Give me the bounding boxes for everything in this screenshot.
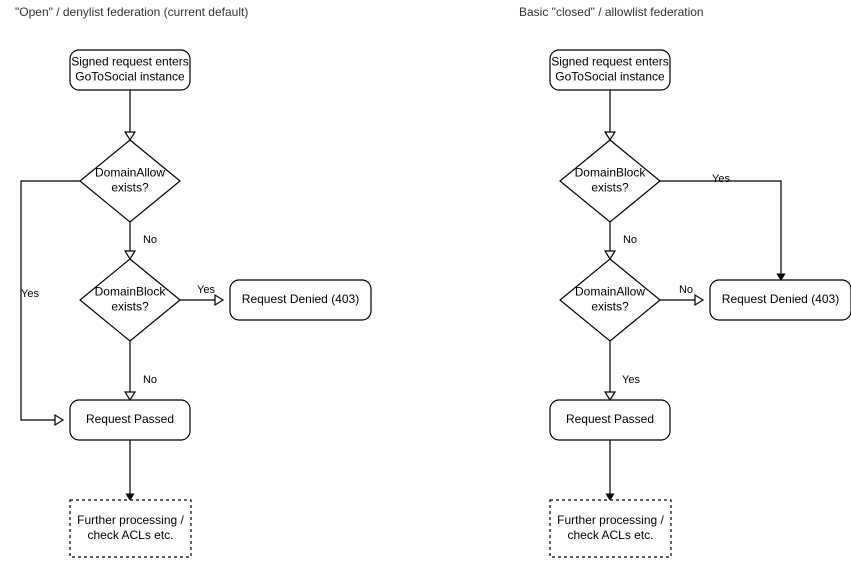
request-denied-node-right-label: Request Denied (403) xyxy=(722,292,839,306)
edge-domainblock-no-left-label: No xyxy=(143,374,157,386)
domainblock-decision-left-shape xyxy=(79,258,181,342)
edge-domainblock-yes-right-arrowhead xyxy=(776,273,786,281)
edge-domainallow-no-right-arrowhead xyxy=(694,293,705,307)
further-processing-node-right-label: Further processing / xyxy=(557,513,664,527)
edge-domainallow-yes-right-arrowhead xyxy=(603,391,617,402)
edge-domainblock-no-left: No xyxy=(123,341,157,402)
edge-entry-to-domainallow-left xyxy=(123,90,137,142)
column-title-open: "Open" / denylist federation (current de… xyxy=(15,5,248,19)
edge-domainblock-yes-left: Yes xyxy=(180,284,225,307)
further-processing-node-left[interactable]: Further processing /check ACLs etc. xyxy=(69,499,192,558)
edge-domainallow-yes-left-label: Yes xyxy=(21,288,39,300)
domainblock-decision-left-label: DomainBlock xyxy=(95,285,167,299)
further-processing-node-left-shape xyxy=(69,499,192,558)
signed-request-node-right-shape xyxy=(549,49,671,91)
edge-domainallow-yes-right: Yes xyxy=(603,341,640,402)
domainallow-decision-right-label: DomainAllow xyxy=(575,285,645,299)
request-passed-node-right[interactable]: Request Passed xyxy=(549,399,671,441)
domainallow-decision-left-label: exists? xyxy=(111,181,149,195)
edge-domainblock-no-right-arrowhead xyxy=(603,250,617,261)
edge-entry-to-domainallow-left-arrowhead xyxy=(123,131,137,142)
domainallow-decision-right-shape xyxy=(559,258,661,342)
edge-domainallow-yes-left: Yes xyxy=(20,180,80,427)
edge-domainallow-no-left-label: No xyxy=(143,234,157,246)
edge-domainblock-no-left-arrowhead xyxy=(123,391,137,402)
edge-domainallow-yes-right-label: Yes xyxy=(622,374,640,386)
domainblock-decision-right-label: exists? xyxy=(591,181,629,195)
further-processing-node-right-shape xyxy=(549,499,672,558)
edge-domainallow-no-right: No xyxy=(660,284,705,307)
signed-request-node-left-shape xyxy=(69,49,191,91)
request-passed-node-right-shape xyxy=(549,399,671,441)
domainblock-decision-right-label: DomainBlock xyxy=(575,166,647,180)
edge-domainblock-yes-left-label: Yes xyxy=(197,284,215,296)
edge-domainblock-yes-left-arrowhead xyxy=(214,293,225,307)
edge-passed-to-further-right-arrowhead xyxy=(605,493,615,501)
request-passed-node-left[interactable]: Request Passed xyxy=(69,399,191,441)
further-processing-node-left-label: Further processing / xyxy=(77,513,184,527)
domainallow-decision-left-label: DomainAllow xyxy=(95,166,165,180)
further-processing-node-left-label: check ACLs etc. xyxy=(87,528,173,542)
edge-domainallow-no-left: No xyxy=(123,222,157,261)
request-denied-node-right-shape xyxy=(709,279,851,321)
domainallow-decision-right-label: exists? xyxy=(591,300,629,314)
edge-domainallow-no-left-arrowhead xyxy=(123,250,137,261)
request-denied-node-right[interactable]: Request Denied (403) xyxy=(709,279,851,321)
column-titles-layer: "Open" / denylist federation (current de… xyxy=(15,5,704,19)
edge-domainallow-no-right-label: No xyxy=(679,284,693,296)
edge-domainallow-yes-left-arrowhead xyxy=(54,413,65,427)
edge-domainblock-no-right-label: No xyxy=(623,234,637,246)
domainallow-decision-left-shape xyxy=(79,139,181,223)
edge-domainallow-yes-left-line xyxy=(20,180,80,421)
request-denied-node-left-label: Request Denied (403) xyxy=(242,292,359,306)
request-passed-node-left-label: Request Passed xyxy=(86,412,174,426)
signed-request-node-left-label: Signed request enters xyxy=(71,55,188,69)
edge-entry-to-domainblock-right-arrowhead xyxy=(603,131,617,142)
domainblock-decision-right-shape xyxy=(559,139,661,223)
request-denied-node-left-shape xyxy=(229,279,372,321)
further-processing-node-right[interactable]: Further processing /check ACLs etc. xyxy=(549,499,672,558)
edge-passed-to-further-left xyxy=(125,440,135,501)
signed-request-node-right-label: Signed request enters xyxy=(551,55,668,69)
edge-entry-to-domainblock-right xyxy=(603,90,617,142)
request-passed-node-right-label: Request Passed xyxy=(566,412,654,426)
further-processing-node-right-label: check ACLs etc. xyxy=(567,528,653,542)
edge-passed-to-further-left-arrowhead xyxy=(125,493,135,501)
edge-domainblock-yes-right-line xyxy=(660,180,782,274)
request-passed-node-left-shape xyxy=(69,399,191,441)
signed-request-node-right-label: GoToSocial instance xyxy=(555,70,665,84)
edge-domainblock-no-right: No xyxy=(603,222,637,261)
edge-domainblock-yes-right: Yes xyxy=(660,173,786,281)
domainblock-decision-left-label: exists? xyxy=(111,300,149,314)
column-title-closed: Basic "closed" / allowlist federation xyxy=(519,5,704,19)
edge-domainblock-yes-right-label: Yes xyxy=(712,173,730,185)
edge-passed-to-further-right xyxy=(605,440,615,501)
request-denied-node-left[interactable]: Request Denied (403) xyxy=(229,279,372,321)
signed-request-node-left-label: GoToSocial instance xyxy=(75,70,185,84)
